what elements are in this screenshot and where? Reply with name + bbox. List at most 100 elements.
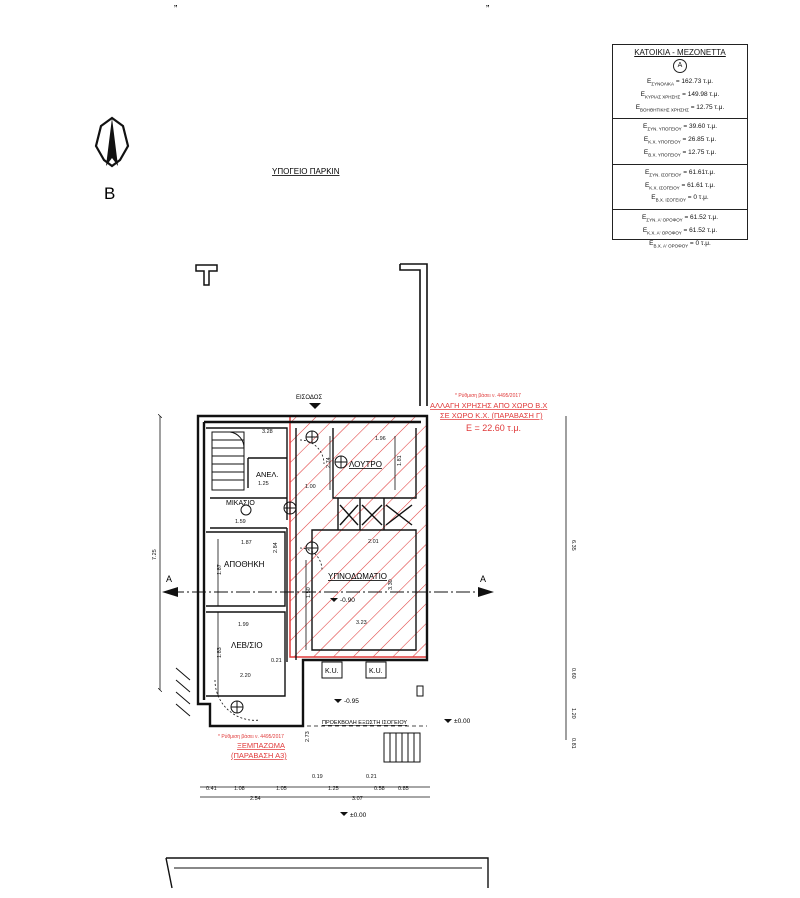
dim: 1.99 xyxy=(238,622,249,628)
area-section: ΕΣΥΝ. ΥΠΟΓΕΙΟΥ = 39.60 τ.μ.ΕΚ.Χ. ΥΠΟΓΕΙΟ… xyxy=(613,118,747,163)
area-table-title: ΚΑΤΟΙΚΙΑ - ΜΕΖΟΝΕΤΤΑ xyxy=(634,48,726,57)
entrance-arrow-icon xyxy=(309,403,321,409)
upper-ramp-wall xyxy=(399,263,428,406)
area-row: ΕΚ.Χ. ΙΣΟΓΕΙΟΥ = 61.61 τ.μ. xyxy=(617,181,743,194)
dim: 2.01 xyxy=(368,539,379,545)
balcony-projection xyxy=(302,660,427,727)
level-markers: -0.90 -0.95 ±0.00 ±0.00 xyxy=(330,597,471,819)
dim: 3.28 xyxy=(262,429,273,435)
area-subscript: Β.Χ. ΥΠΟΓΕΙΟΥ xyxy=(648,152,681,158)
annotation-top-area: Ε = 22.60 τ.μ. xyxy=(466,423,521,433)
ku-label-1: K.U. xyxy=(325,668,339,675)
annotation-bottom-law: * Ρύθμιση βάσει ν. 4495/2017 xyxy=(218,733,284,740)
ku-label-2: K.U. xyxy=(369,668,383,675)
room-label-loutro: ΛΟΥΤΡΟ xyxy=(349,460,382,469)
svg-text:-0.90: -0.90 xyxy=(340,597,355,604)
area-symbol: Ε xyxy=(649,239,654,247)
area-row: ΕΒΟΗΘΗΤΙΚΗΣ ΧΡΗΣΗΣ = 12.75 τ.μ. xyxy=(617,103,743,116)
area-row: ΕΣΥΝ. ΙΣΟΓΕΙΟΥ = 61.61τ.μ. xyxy=(617,168,743,181)
area-subscript: Β.Χ. Α' ΟΡΟΦΟΥ xyxy=(653,243,689,249)
area-value: = 162.73 τ.μ. xyxy=(674,78,714,85)
section-arrow-right-icon xyxy=(478,587,494,597)
dim: 1.20 xyxy=(570,708,576,719)
staircase xyxy=(211,431,245,491)
area-row: ΕΚ.Χ. Α' ΟΡΟΦΟΥ = 61.52 τ.μ. xyxy=(617,226,743,239)
area-value: = 12.75 τ.μ. xyxy=(688,103,725,111)
area-symbol: Ε xyxy=(651,194,656,202)
annotation-top-law: * Ρύθμιση βάσει ν. 4495/2017 xyxy=(455,392,521,399)
area-subscript: Κ.Χ. ΙΣΟΓΕΙΟΥ xyxy=(649,184,680,190)
area-symbol: Ε xyxy=(641,214,647,222)
area-symbol: Ε xyxy=(643,148,649,156)
lower-ramp-wall xyxy=(165,857,489,889)
area-row: ΕΚ.Χ. ΥΠΟΓΕΙΟΥ = 26.85 τ.μ. xyxy=(617,135,743,148)
dimension-lines xyxy=(160,416,567,798)
area-row: ΕΒ.Χ. ΙΣΟΓΕΙΟΥ = 0 τ.μ. xyxy=(617,193,743,206)
dim: 1.96 xyxy=(375,436,386,442)
area-row: ΕΣΥΝΟΛΙΚΑ = 162.73 τ.μ. xyxy=(617,77,743,90)
dim: 1.08 xyxy=(234,786,245,792)
dim: 1.81 xyxy=(397,455,403,466)
room-label-apothiki: ΑΠΟΘΗΚΗ xyxy=(224,560,265,569)
area-value: = 61.52 τ.μ. xyxy=(682,214,719,222)
entrance-label: ΕΙΣΟΔΟΣ xyxy=(296,395,322,401)
svg-text:±0.00: ±0.00 xyxy=(350,812,367,819)
area-subscript: ΣΥΝ. ΙΣΟΓΕΙΟΥ xyxy=(649,172,682,178)
area-subscript: ΣΥΝ. ΥΠΟΓΕΙΟΥ xyxy=(647,126,682,132)
area-subscript: ΣΥΝ. Α' ΟΡΟΦΟΥ xyxy=(646,217,683,223)
area-section: ΕΣΥΝ. Α' ΟΡΟΦΟΥ = 61.52 τ.μ.ΕΚ.Χ. Α' ΟΡΟ… xyxy=(613,209,747,254)
area-value: = 0 τ.μ. xyxy=(685,194,709,202)
dim: 7.25 xyxy=(152,549,158,560)
area-subscript: ΒΟΗΘΗΤΙΚΗΣ ΧΡΗΣΗΣ xyxy=(640,106,689,112)
area-value: = 61.61τ.μ. xyxy=(681,168,716,176)
dim: 2.74 xyxy=(326,457,332,468)
annotation-bottom-line3: (ΠΑΡΑΒΑΣΗ Α3) xyxy=(231,751,287,760)
dim: 1.59 xyxy=(235,519,246,525)
annotation-bottom-line2: ΞΕΜΠΑΖΩΜΑ xyxy=(237,741,285,750)
dim: 1.05 xyxy=(276,786,287,792)
dim: 0.41 xyxy=(206,786,217,792)
parking-label: ΥΠΟΓΕΙΟ ΠΑΡΚΙΝ xyxy=(272,167,340,176)
area-subscript: ΣΥΝΟΛΙΚΑ xyxy=(651,81,675,87)
dim: 2.20 xyxy=(240,673,251,679)
dim: 1.25 xyxy=(328,786,339,792)
area-value: = 0 τ.μ. xyxy=(688,239,711,247)
area-table: ΚΑΤΟΙΚΙΑ - ΜΕΖΟΝΕΤΤΑ A ΕΣΥΝΟΛΙΚΑ = 162.7… xyxy=(612,44,748,248)
area-row: ΕΚΥΡΙΑΣ ΧΡΗΣΗΣ = 149.98 τ.μ. xyxy=(617,90,743,103)
area-symbol: Ε xyxy=(640,90,645,98)
area-value: = 12.75 τ.μ. xyxy=(680,148,717,156)
dim: 0.81 xyxy=(570,738,576,749)
dim: 2.73 xyxy=(305,731,311,742)
dim: 2.54 xyxy=(250,796,261,802)
dim: 1.87 xyxy=(241,540,252,546)
area-value: = 61.52 τ.μ. xyxy=(681,226,718,234)
area-subscript: Κ.Χ. ΥΠΟΓΕΙΟΥ xyxy=(648,139,681,145)
area-symbol: Ε xyxy=(643,136,649,144)
dim: 1.87 xyxy=(217,564,223,575)
area-section: ΕΣΥΝ. ΙΣΟΓΕΙΟΥ = 61.61τ.μ.ΕΚ.Χ. ΙΣΟΓΕΙΟΥ… xyxy=(613,163,747,209)
svg-text:-0.95: -0.95 xyxy=(344,698,359,705)
dim: 2.84 xyxy=(273,542,279,553)
fixture-symbols xyxy=(230,430,348,714)
area-row: ΕΒ.Χ. ΥΠΟΓΕΙΟΥ = 12.75 τ.μ. xyxy=(617,148,743,161)
area-symbol: Ε xyxy=(646,78,652,85)
annotation-top-line2: ΑΛΛΑΓΗ ΧΡΗΣΗΣ ΑΠΟ ΧΩΡΟ Β.Χ xyxy=(430,401,547,410)
door-swings xyxy=(214,439,325,721)
area-section: ΕΣΥΝΟΛΙΚΑ = 162.73 τ.μ.ΕΚΥΡΙΑΣ ΧΡΗΣΗΣ = … xyxy=(613,74,747,118)
interior-walls xyxy=(206,427,417,697)
area-symbol: Ε xyxy=(642,123,648,131)
section-arrow-left-icon xyxy=(162,587,178,597)
area-row: ΕΣΥΝ. ΥΠΟΓΕΙΟΥ = 39.60 τ.μ. xyxy=(617,122,743,135)
dim: 1.83 xyxy=(217,647,223,658)
annotation-top-line3: ΣΕ ΧΩΡΟ Κ.Χ. (ΠΑΡΑΒΑΣΗ Γ) xyxy=(440,411,543,420)
dim: 0.21 xyxy=(366,774,377,780)
balcony-projection-label: ΠΡΟΕΚΒΟΛΗ ΕΞΩΣΤΗ ΙΣΟΓΕΙΟΥ xyxy=(322,720,407,726)
svg-text:±0.00: ±0.00 xyxy=(454,718,471,725)
area-value: = 61.61 τ.μ. xyxy=(679,181,716,189)
exterior-stairs xyxy=(175,667,421,763)
area-symbol: Ε xyxy=(642,226,648,234)
dim: 3.07 xyxy=(352,796,363,802)
dim: 1.50 xyxy=(306,587,312,598)
area-symbol: Ε xyxy=(644,181,650,189)
dim: 0.58 xyxy=(374,786,385,792)
